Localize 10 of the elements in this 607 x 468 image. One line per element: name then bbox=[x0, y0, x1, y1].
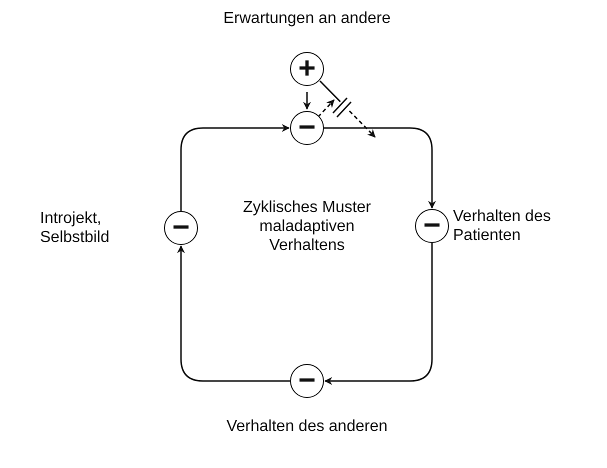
node-caption: Verhalten des anderen bbox=[225, 417, 388, 436]
sign-circle: − bbox=[415, 209, 449, 243]
sign-circle: − bbox=[164, 211, 198, 245]
node-caption: Introjekt, Selbstbild bbox=[40, 209, 110, 247]
node-caption: Verhalten des Patienten bbox=[453, 207, 552, 245]
center-label: Zyklisches Muster maladaptiven Verhaltens bbox=[242, 198, 372, 255]
node-caption: Erwartungen an andere bbox=[222, 9, 392, 28]
sign-circle: − bbox=[290, 364, 324, 398]
sign-circle: − bbox=[290, 111, 324, 145]
sign-circle: + bbox=[290, 52, 324, 86]
